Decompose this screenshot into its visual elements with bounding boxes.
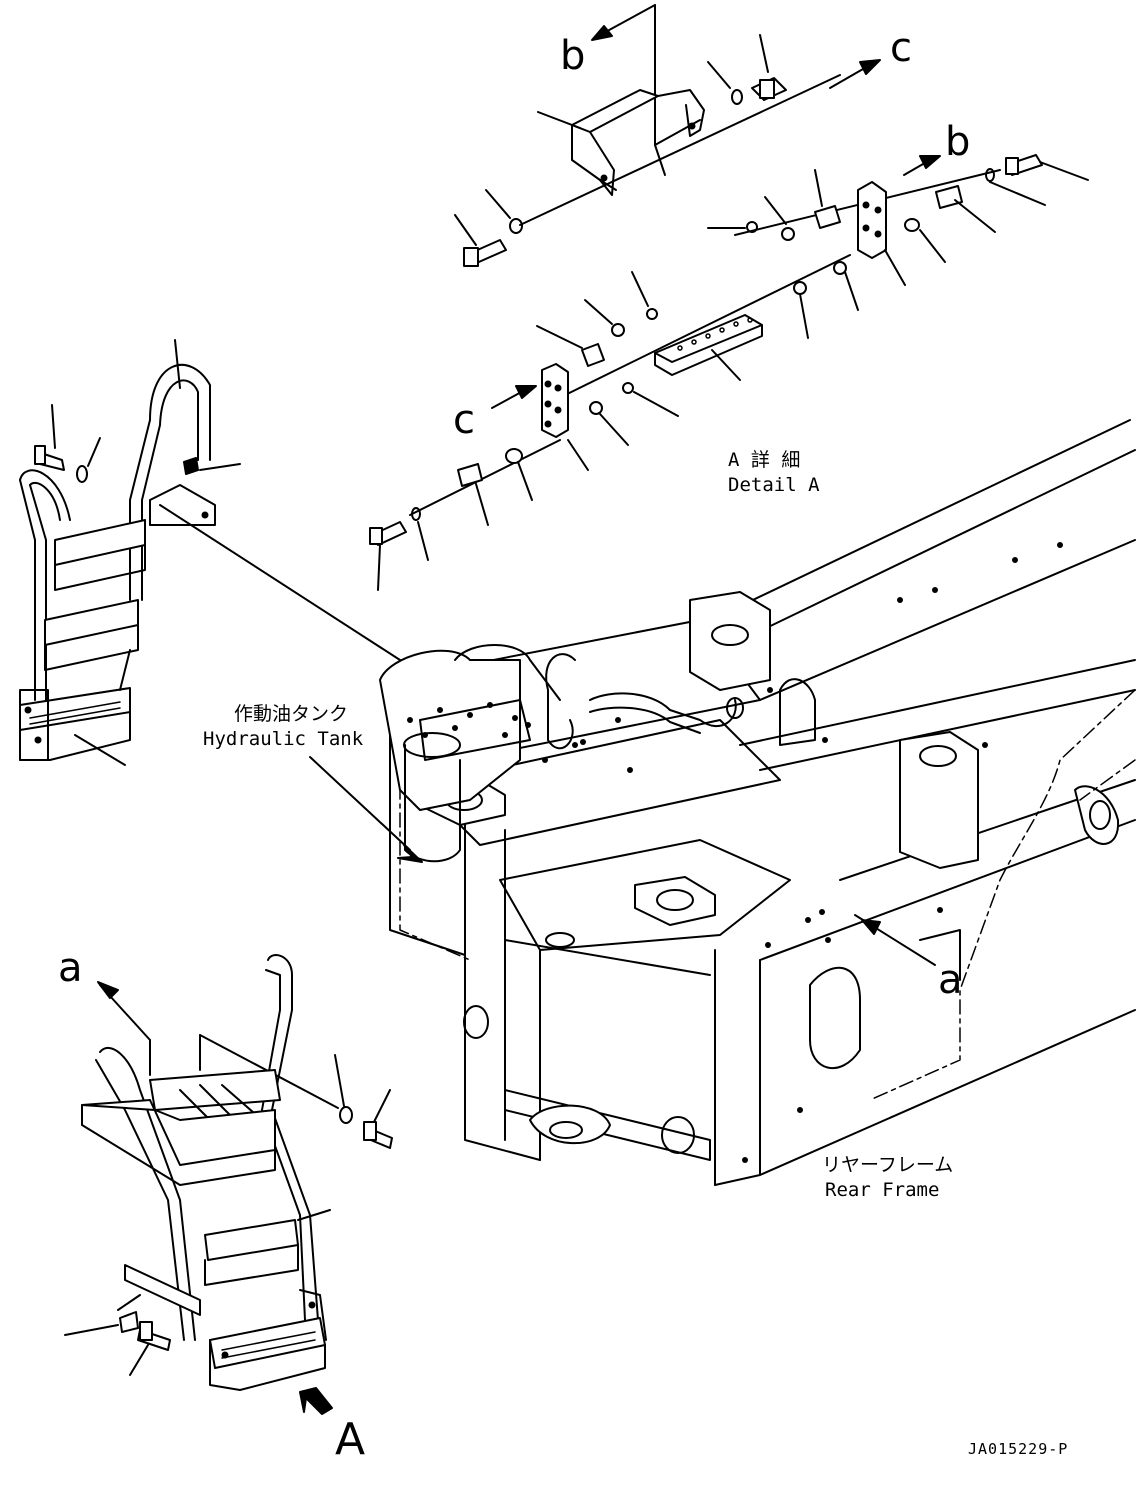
detail-a-jp-label: A 詳 細 <box>728 449 801 471</box>
ref-c-top-label: c <box>890 25 912 71</box>
ref-b-top-label: b <box>560 33 586 79</box>
hydraulic-tank-en-label: Hydraulic Tank <box>203 728 364 751</box>
rear-frame-en-label: Rear Frame <box>825 1179 940 1201</box>
rear-frame <box>389 419 1136 1186</box>
drawing-code: JA015229-P <box>968 1440 1069 1458</box>
ref-a-right-label: a <box>938 957 963 1003</box>
view-a-label: A <box>335 1414 366 1465</box>
upper-ladder <box>19 339 401 766</box>
detail-a-hardware <box>369 4 1089 591</box>
detail-a-en-label: Detail A <box>728 474 820 496</box>
lower-ladder <box>64 954 393 1415</box>
hydraulic-tank-jp-label: 作動油タンク <box>234 703 349 725</box>
ref-c-mid-label: c <box>453 397 475 443</box>
ref-b-right-label: b <box>945 119 971 165</box>
rear-frame-jp-label: リヤーフレーム <box>822 1154 954 1176</box>
ref-a-left-label: a <box>58 945 83 991</box>
hydraulic-tank <box>309 644 744 863</box>
